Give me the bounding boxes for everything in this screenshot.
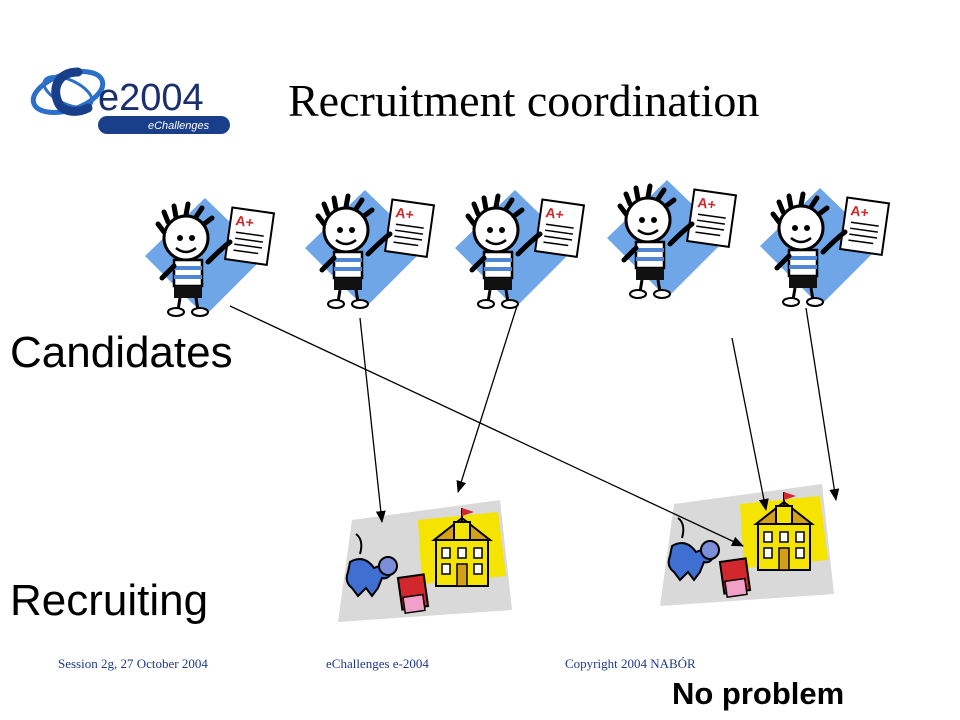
arrow-candidate-5-to-recruiter-2 — [805, 307, 840, 501]
recruiter-2-school-icon — [659, 483, 835, 607]
candidate-3-figure — [455, 190, 584, 308]
arrow-candidate-3-to-recruiter-1 — [456, 305, 518, 493]
candidate-4-figure — [607, 180, 736, 298]
e2004-logo: e2004 eChallenges — [30, 67, 230, 134]
arrow-candidate-1-to-recruiter-2 — [229, 305, 744, 547]
footer-event: eChallenges e-2004 — [326, 656, 429, 671]
arrow-candidate-4-to-recruiter-2 — [731, 337, 769, 511]
arrow-candidate-2-to-recruiter-1 — [359, 317, 386, 523]
svg-text:eChallenges: eChallenges — [148, 120, 210, 132]
footer-session: Session 2g, 27 October 2004 — [58, 656, 208, 671]
footer-copyright: Copyright 2004 NABÓR — [565, 656, 696, 671]
recruiting-label: Recruiting — [10, 576, 209, 625]
conclusion-text: No problem — [672, 676, 845, 711]
candidate-1-figure — [145, 198, 274, 316]
candidate-2-figure — [305, 190, 434, 308]
candidate-5-figure — [760, 188, 889, 306]
recruiter-1-school-icon — [337, 499, 513, 623]
slide-title: Recruitment coordination — [288, 75, 760, 126]
candidates-label: Candidates — [10, 328, 233, 377]
svg-text:e2004: e2004 — [98, 77, 204, 119]
